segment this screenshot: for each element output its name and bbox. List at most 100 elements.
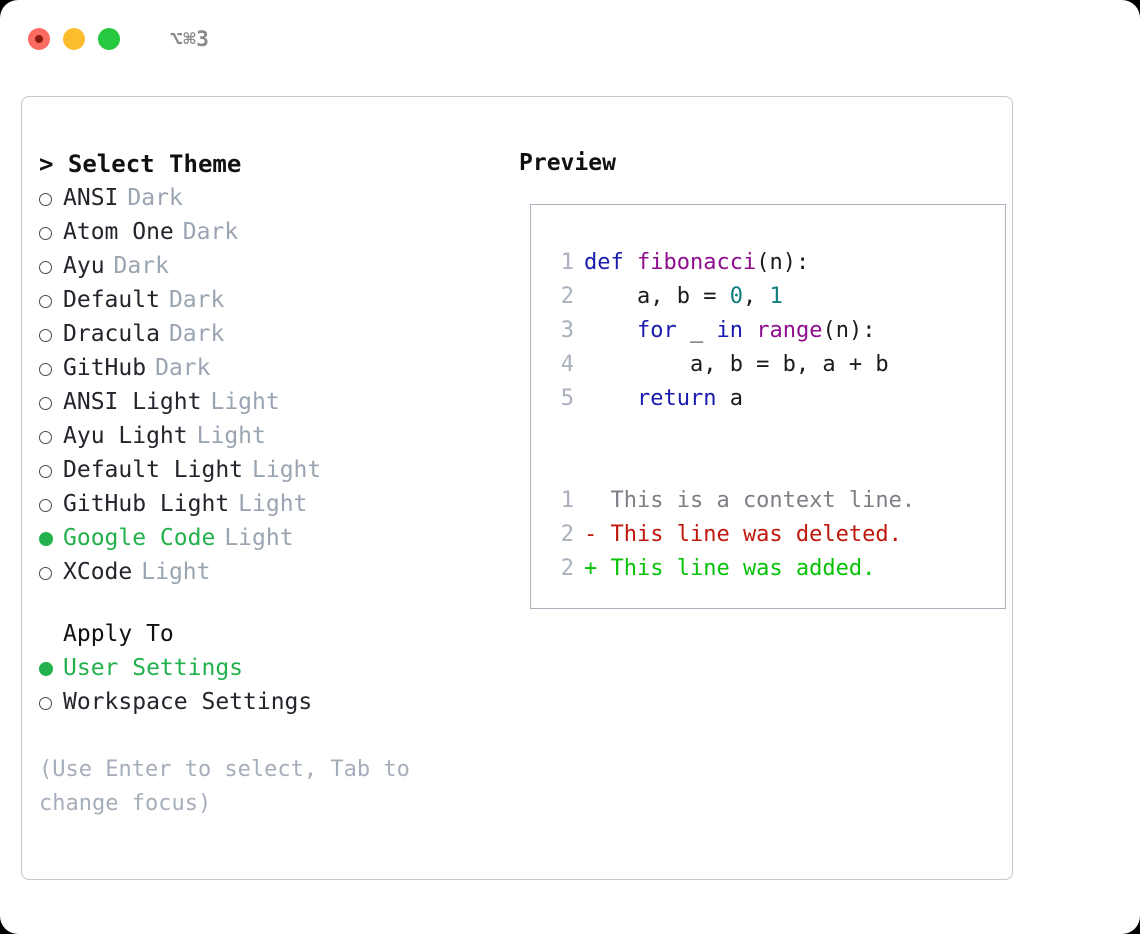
- apply-to-option-user-settings[interactable]: User Settings: [39, 651, 501, 685]
- theme-variant-badge: Light: [210, 389, 280, 415]
- theme-option-dracula[interactable]: Dracula Dark: [39, 317, 501, 351]
- code-token: a, b =: [584, 284, 730, 309]
- code-token: 0: [729, 284, 743, 309]
- traffic-lights: [28, 28, 120, 50]
- theme-option-default[interactable]: Default Dark: [39, 283, 501, 317]
- theme-option-label: Ayu: [63, 253, 105, 279]
- line-number: 2: [560, 522, 574, 547]
- code-text: a, b = b, a + b: [584, 348, 889, 382]
- diff-text: - This line was deleted.: [584, 522, 902, 547]
- radio-unselected-icon: [39, 362, 63, 376]
- code-token: [624, 250, 637, 275]
- radio-unselected-icon: [39, 498, 63, 512]
- code-line: 4 a, b = b, a + b: [544, 348, 1005, 382]
- code-token: def: [584, 250, 624, 275]
- theme-option-label: XCode: [63, 559, 133, 585]
- spacer: [39, 589, 501, 617]
- code-text: for _ in range(n):: [584, 314, 875, 348]
- code-text: a, b = 0, 1: [584, 280, 783, 314]
- theme-variant-badge: Light: [238, 491, 308, 517]
- keyboard-shortcut-label: ⌥⌘3: [170, 27, 210, 51]
- code-token: (n):: [756, 250, 810, 275]
- theme-option-label: Atom One: [63, 219, 174, 245]
- theme-variant-badge: Dark: [113, 253, 169, 279]
- preview-title: Preview: [519, 150, 616, 176]
- radio-unselected-icon: [39, 260, 63, 274]
- code-line: 5 return a: [544, 382, 1005, 416]
- theme-option-github-light[interactable]: GitHub Light Light: [39, 487, 501, 521]
- spacer: [544, 416, 1005, 450]
- radio-unselected-icon: [39, 328, 63, 342]
- theme-option-ansi[interactable]: ANSI Dark: [39, 181, 501, 215]
- theme-variant-badge: Light: [224, 525, 294, 551]
- close-button-icon[interactable]: [28, 28, 50, 50]
- apply-to-option-workspace-settings[interactable]: Workspace Settings: [39, 685, 501, 719]
- code-text: return a: [584, 382, 743, 416]
- radio-unselected-icon: [39, 226, 63, 240]
- spacer: [544, 450, 1005, 484]
- code-token: for: [636, 318, 677, 343]
- diff-text: This is a context line.: [584, 488, 916, 513]
- diff-text: + This line was added.: [584, 556, 876, 581]
- code-token: ,: [742, 284, 770, 309]
- line-number: 3: [560, 318, 574, 343]
- code-token: in: [716, 318, 743, 343]
- theme-option-label: ANSI Light: [63, 389, 202, 415]
- radio-unselected-icon: [39, 566, 63, 580]
- theme-option-label: Ayu Light: [63, 423, 188, 449]
- code-token: a, b = b, a + b: [584, 352, 889, 377]
- code-token: return: [636, 386, 717, 411]
- diff-line: 2 - This line was deleted.: [544, 518, 1005, 552]
- code-token: (n):: [822, 318, 876, 343]
- theme-variant-badge: Dark: [182, 219, 239, 245]
- theme-option-ansi-light[interactable]: ANSI Light Light: [39, 385, 501, 419]
- radio-unselected-icon: [39, 464, 63, 478]
- line-number: 1: [560, 488, 574, 513]
- close-dot-icon: [35, 35, 43, 43]
- theme-option-google-code[interactable]: Google Code Light: [39, 521, 501, 555]
- radio-unselected-icon: [39, 192, 63, 206]
- theme-variant-badge: Light: [252, 457, 322, 483]
- theme-option-label: GitHub: [63, 355, 147, 381]
- diff-sample: 1 This is a context line. 2 - This line wa…: [544, 484, 1005, 586]
- theme-option-label: Google Code: [63, 525, 216, 551]
- theme-option-default-light[interactable]: Default Light Light: [39, 453, 501, 487]
- apply-to-option-label: User Settings: [63, 655, 244, 681]
- theme-option-label: GitHub Light: [63, 491, 230, 517]
- code-token: [584, 318, 637, 343]
- code-line: 3 for _ in range(n):: [544, 314, 1005, 348]
- line-number: 2: [560, 284, 574, 309]
- diff-line: 2 + This line was added.: [544, 552, 1005, 586]
- theme-option-label: ANSI: [63, 185, 119, 211]
- code-token: range: [756, 318, 823, 343]
- theme-option-label: Default: [63, 287, 160, 313]
- line-number: 2: [560, 556, 574, 581]
- line-number: 4: [560, 352, 574, 377]
- zoom-button-icon[interactable]: [98, 28, 120, 50]
- code-token: 1: [769, 284, 783, 309]
- theme-variant-badge: Dark: [168, 287, 225, 313]
- code-token: fibonacci: [637, 250, 757, 275]
- diff-line: 1 This is a context line.: [544, 484, 1005, 518]
- title-bar: ⌥⌘3: [0, 0, 1140, 78]
- theme-option-label: Dracula: [63, 321, 160, 347]
- theme-option-ayu[interactable]: Ayu Dark: [39, 249, 501, 283]
- minimize-button-icon[interactable]: [63, 28, 85, 50]
- apply-to-heading: Apply To: [63, 621, 174, 647]
- theme-variant-badge: Dark: [168, 321, 225, 347]
- theme-option-atom-one[interactable]: Atom One Dark: [39, 215, 501, 249]
- radio-unselected-icon: [39, 396, 63, 410]
- theme-variant-badge: Dark: [127, 185, 183, 211]
- theme-option-label: Default Light: [63, 457, 244, 483]
